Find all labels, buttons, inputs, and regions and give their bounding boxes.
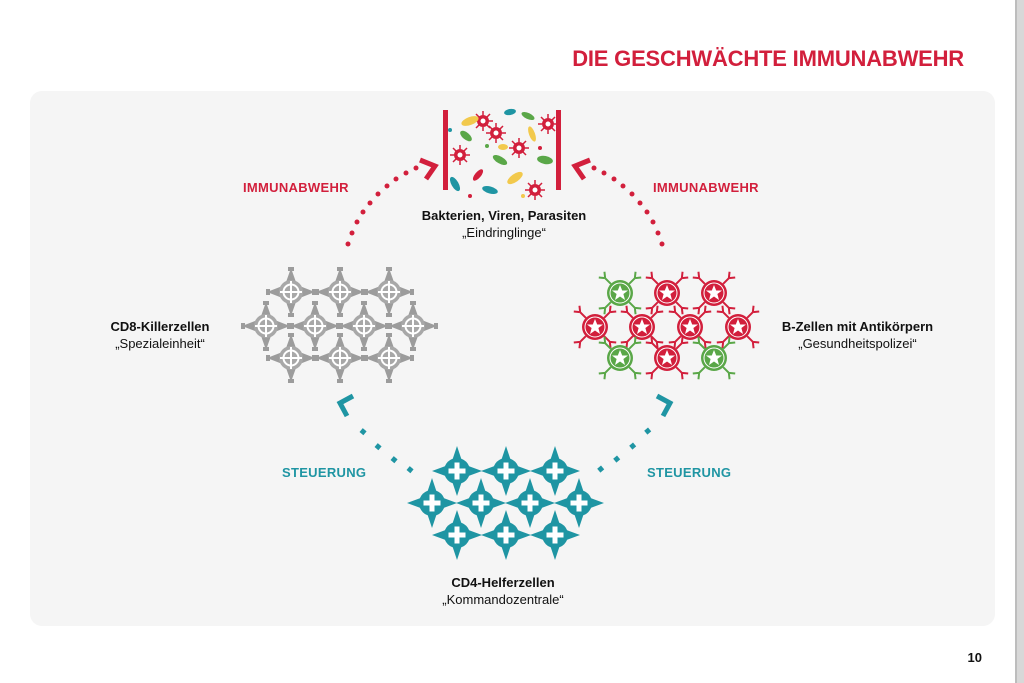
dotted-arc-top-left	[345, 165, 419, 247]
edge-label-left-bottom: STEUERUNG	[282, 465, 367, 480]
helper-cell-cluster-icon	[407, 446, 604, 560]
node-bcells-title: B-Zellen mit Antikörpern	[781, 319, 934, 334]
page-title: DIE GESCHWÄCHTE IMMUNABWEHR	[572, 46, 964, 71]
pathogen-cluster-icon	[443, 108, 561, 201]
node-helper-label: CD4-Helferzellen „Kommandozentrale“	[403, 574, 603, 608]
dotted-arc-bottom-right	[597, 427, 652, 473]
edge-label-right-top: IMMUNABWEHR	[653, 180, 759, 195]
node-helper-title: CD4-Helferzellen	[451, 575, 555, 590]
node-pathogens-subtitle: „Eindringlinge“	[462, 225, 546, 240]
node-killer-title: CD8-Killerzellen	[110, 319, 210, 334]
page-edge	[1015, 0, 1024, 683]
edge-label-left-top: IMMUNABWEHR	[243, 180, 349, 195]
node-killer-subtitle: „Spezialeinheit“	[115, 336, 205, 351]
arrowhead-top-left	[419, 157, 439, 181]
node-helper-subtitle: „Kommandozentrale“	[442, 592, 564, 607]
page-number: 10	[967, 650, 982, 665]
edge-label-right-bottom: STEUERUNG	[647, 465, 732, 480]
node-pathogens-label: Bakterien, Viren, Parasiten „Eindringlin…	[384, 207, 624, 241]
node-killer-label: CD8-Killerzellen „Spezialeinheit“	[80, 318, 240, 352]
node-bcells-label: B-Zellen mit Antikörpern „Gesundheitspol…	[765, 318, 950, 352]
arrowhead-bottom-left	[336, 393, 355, 418]
node-bcells-subtitle: „Gesundheitspolizei“	[798, 336, 917, 351]
dotted-arc-top-right	[591, 165, 665, 247]
arrowhead-bottom-right	[655, 393, 674, 418]
node-pathogens-title: Bakterien, Viren, Parasiten	[421, 208, 587, 223]
arrowhead-top-right	[571, 157, 591, 181]
bcell-cluster-icon	[574, 272, 759, 379]
killer-cell-cluster-icon	[240, 266, 439, 384]
dotted-arc-bottom-left	[359, 428, 414, 474]
